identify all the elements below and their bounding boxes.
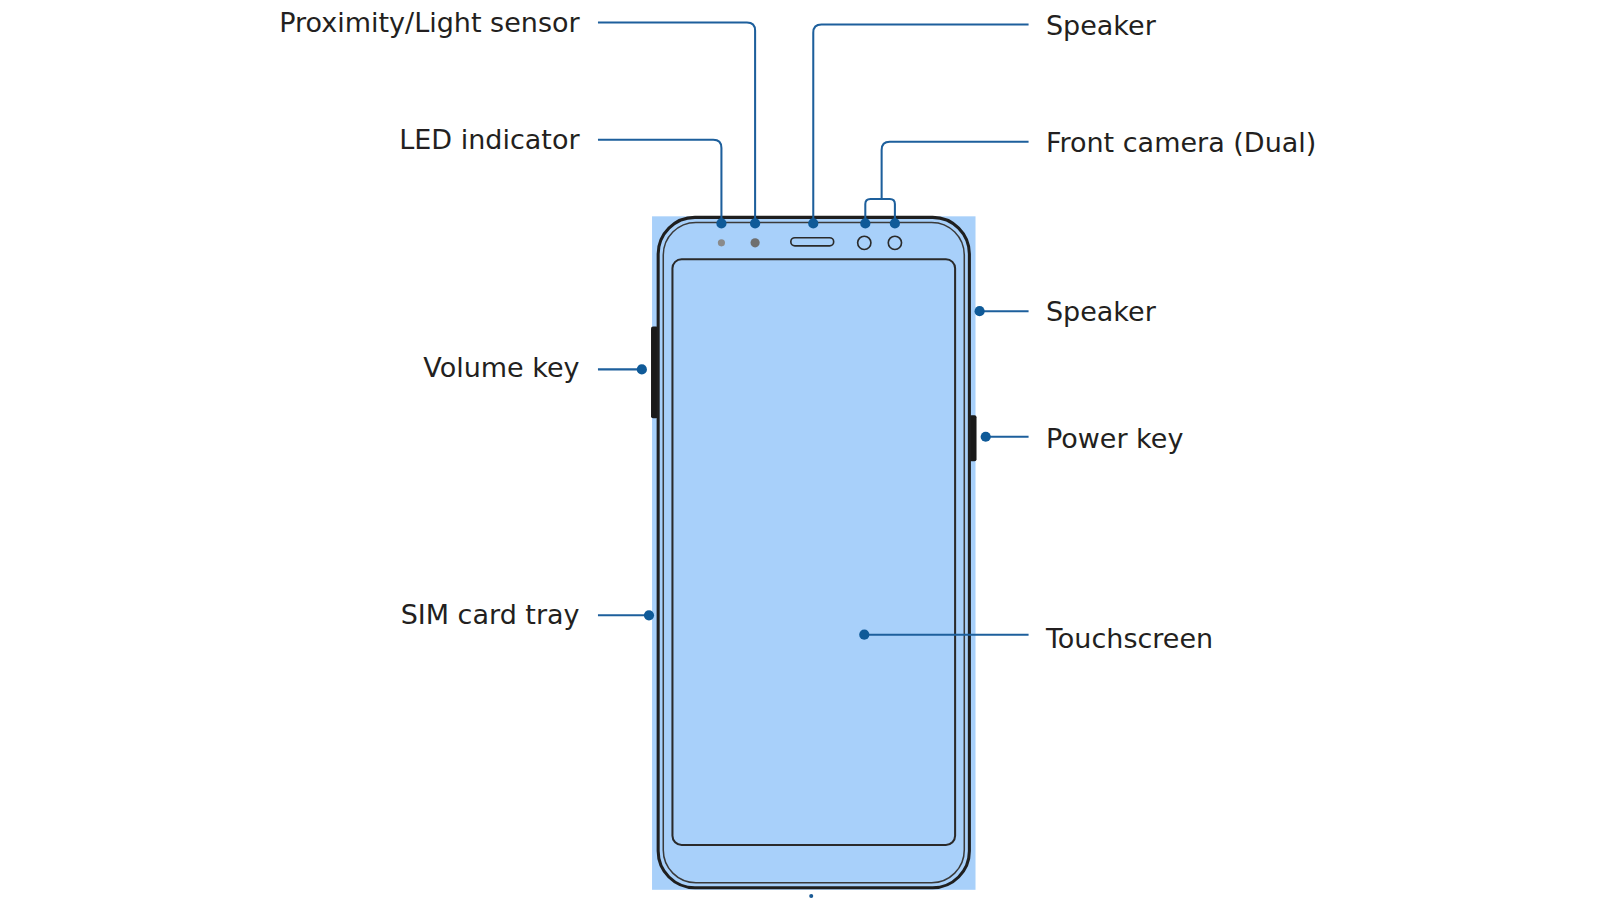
- part-label: Front camera (Dual): [1046, 128, 1316, 158]
- part-label: Volume key: [423, 353, 579, 383]
- leader-line: [980, 310, 1029, 312]
- leader-dot: [860, 218, 870, 228]
- leader-lines: [598, 22, 1029, 634]
- sensor-dot: [751, 238, 760, 247]
- leader-dot: [890, 218, 900, 228]
- screen-outline: [672, 259, 955, 845]
- part-label: SIM card tray: [401, 600, 580, 630]
- camera-lens: [888, 236, 901, 249]
- leader-dot: [859, 630, 869, 640]
- leader-line: [598, 368, 642, 370]
- leader-line: [598, 22, 755, 223]
- highlight-area: [652, 216, 975, 889]
- leader-line: [882, 142, 1029, 199]
- leader-dots: [637, 218, 991, 639]
- leader-dot: [808, 218, 818, 228]
- led-dot: [718, 239, 725, 246]
- leader-line: [864, 634, 1028, 636]
- leader-line: [813, 24, 1028, 223]
- bottom-dot: [809, 894, 813, 898]
- part-label: Power key: [1046, 424, 1183, 454]
- leader-dot: [981, 432, 991, 442]
- part-label: Proximity/Light sensor: [279, 8, 579, 38]
- leader-bracket: [865, 199, 895, 223]
- part-label: LED indicator: [399, 125, 579, 155]
- leader-line: [986, 436, 1029, 438]
- leader-line: [598, 140, 721, 224]
- leader-dot: [974, 306, 984, 316]
- leader-dot: [644, 610, 654, 620]
- camera-lens: [858, 236, 871, 249]
- phone-body: [658, 217, 969, 887]
- leader-dot: [750, 218, 760, 228]
- part-label: Speaker: [1046, 11, 1156, 41]
- leader-dot: [637, 364, 647, 374]
- part-label: Touchscreen: [1046, 624, 1213, 654]
- earpiece: [791, 238, 834, 246]
- phone-bezel: [663, 222, 964, 882]
- leader-dot: [716, 218, 726, 228]
- leader-line: [598, 614, 649, 616]
- part-label: Speaker: [1046, 297, 1156, 327]
